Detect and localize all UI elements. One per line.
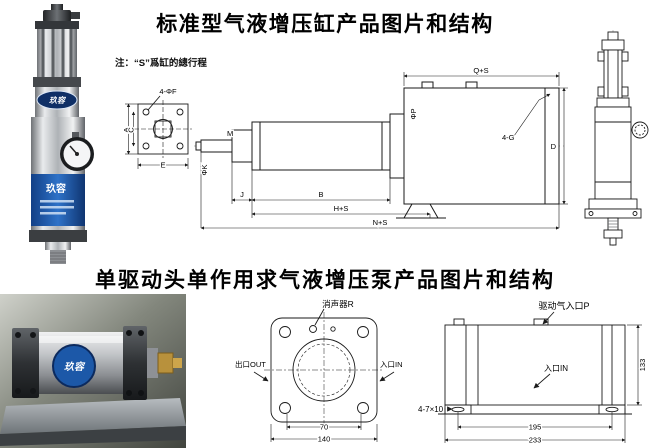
- brand-badge: [36, 90, 78, 110]
- front-dimensions: [270, 414, 378, 442]
- mounting-plate: [0, 398, 186, 434]
- dim-140-label: 140: [318, 435, 331, 444]
- dim-70-label: 70: [320, 423, 328, 432]
- side-inlet-label: 入口IN: [544, 364, 568, 373]
- label-brand-text: 玖容: [46, 182, 66, 195]
- mount-slot: [605, 406, 619, 413]
- pump-brand-text: 玖容: [64, 361, 86, 373]
- side-body-outline: [438, 311, 632, 415]
- dim-e-label: E: [160, 161, 165, 170]
- front-plate-outline: [253, 308, 395, 428]
- side-dimensions: [444, 324, 642, 443]
- booster-cylinder-photo: 玖容 玖容: [29, 4, 94, 264]
- drive-air-label: 驱动气入口P: [538, 300, 589, 311]
- drive-air-port: [533, 318, 549, 326]
- cylinder-top-valve: [35, 4, 80, 29]
- flange-end-view-drawing: 4-ΦF A C E: [124, 87, 192, 171]
- flange-dimensions: [125, 103, 189, 169]
- dim-phip-label: ΦP: [409, 109, 418, 120]
- plate-edge: [0, 426, 186, 446]
- dim-b-label: B: [318, 190, 323, 199]
- tie-rod-section: [33, 29, 81, 87]
- booster-pump-photo: 玖容: [0, 294, 186, 448]
- flange-outline: [134, 95, 192, 158]
- pump-cylinder: 玖容: [12, 326, 182, 400]
- dim-qs-label: Q+S: [473, 66, 488, 75]
- muffler-hole: [309, 325, 317, 333]
- thread-marks: [608, 220, 618, 228]
- dim-233-label: 233: [529, 436, 542, 445]
- dimension-lines: [200, 72, 568, 230]
- cylinder-outline: [584, 31, 649, 246]
- standard-cylinder-title: 标准型气液增压缸产品图片和结构: [156, 13, 494, 36]
- holes-label: 4-ΦF: [159, 87, 177, 96]
- cylinder-base: [29, 230, 87, 264]
- pump-title: 单驱动头单作用求气液增压泵产品图片和结构: [95, 269, 555, 292]
- brass-fitting: [157, 352, 174, 374]
- product-label: 玖容: [31, 174, 85, 226]
- dim-phik-label: ΦK: [200, 165, 209, 176]
- dim-m-label: M: [227, 129, 233, 138]
- cylinder-outline: [195, 81, 560, 219]
- dim-a-label: A: [124, 127, 131, 132]
- muffler-label: 消声器R: [322, 299, 354, 309]
- cylinder-side-view-drawing: Q+S ΦP ΦK M J B H+S N+S 4-G D: [194, 65, 568, 230]
- pump-front-view-drawing: 消声器R 出口OUT 入口IN 70 140: [234, 299, 404, 445]
- inlet-label: 入口IN: [380, 360, 403, 369]
- vertical-cylinder-drawing: [584, 30, 649, 248]
- dim-ns-label: N+S: [373, 218, 388, 227]
- dim-hs-label: H+S: [334, 204, 349, 213]
- pressure-gauge-icon: [60, 137, 94, 171]
- dim-c-label: C: [127, 127, 136, 133]
- pump-side-view-drawing: 驱动气入口P 入口IN 133 195 233 4-7×10: [417, 300, 649, 446]
- mount-slots-label: 4-7×10: [418, 405, 444, 414]
- dim-4g-label: 4-G: [502, 133, 515, 142]
- dim-133-label: 133: [638, 359, 647, 372]
- dim-j-label: J: [240, 190, 244, 199]
- brand-disc: [52, 344, 96, 388]
- brand-text: 玖容: [49, 96, 67, 105]
- mount-slot: [451, 406, 465, 413]
- dim-d-label: D: [551, 142, 557, 151]
- stroke-note: 注：“S”爲缸的總行程: [115, 58, 207, 69]
- dim-195-label: 195: [529, 423, 542, 432]
- outlet-label: 出口OUT: [235, 359, 266, 369]
